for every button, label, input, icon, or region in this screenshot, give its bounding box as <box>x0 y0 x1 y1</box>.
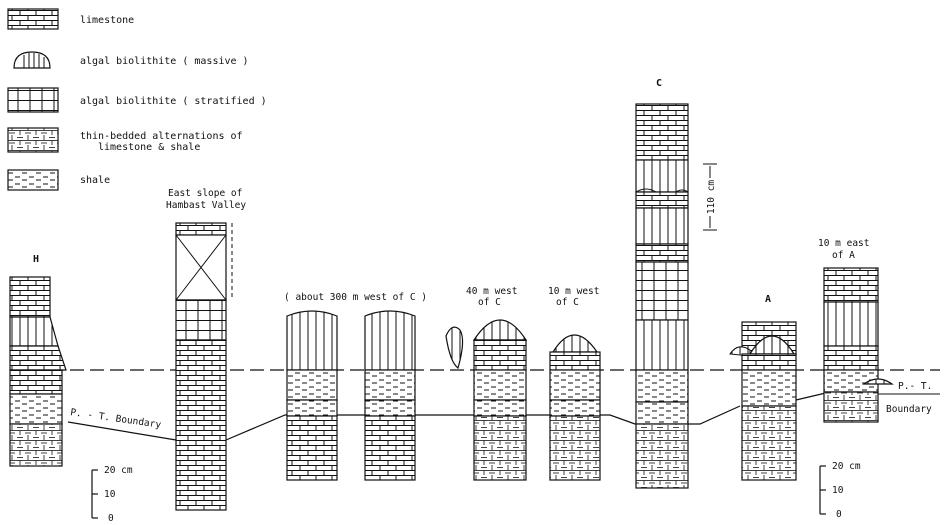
legend-item-thin-bedded: thin-bedded alternations of limestone & … <box>8 128 243 153</box>
column-C-title: C <box>656 78 662 89</box>
shale-swatch <box>8 170 58 190</box>
column-hambast-label-1: East slope of <box>168 188 242 199</box>
pt-boundary-label-right-2: Boundary <box>886 404 932 415</box>
legend-label-shale: shale <box>80 175 110 186</box>
column-hambast: East slope of Hambast Valley <box>166 188 246 510</box>
legend-item-shale: shale <box>8 170 110 190</box>
column-300m-b <box>365 311 415 480</box>
legend: limestone algal biolithite ( massive ) a… <box>8 9 267 190</box>
scale-right-top: 20 cm <box>832 461 861 472</box>
pt-boundary-label-left: P. - T. Boundary <box>70 407 162 431</box>
legend-label-limestone: limestone <box>80 15 134 26</box>
legend-label-thin-bedded-2: limestone & shale <box>98 142 200 153</box>
scale-left-mid: 10 <box>104 489 116 500</box>
column-A-title: A <box>765 294 771 305</box>
scale-left-bottom: 0 <box>108 513 114 524</box>
pt-boundary-label-right-1: P.- T. <box>898 381 932 392</box>
thickness-110cm-label: 110 cm <box>706 180 717 215</box>
column-H-title: H <box>33 254 39 265</box>
scale-left-top: 20 cm <box>104 465 133 476</box>
column-10m-west-label-2: of C <box>556 297 579 308</box>
legend-label-algal-massive: algal biolithite ( massive ) <box>80 56 249 67</box>
column-40m-label-1: 40 m west <box>466 286 517 297</box>
column-A: A <box>730 294 796 480</box>
column-10m-east-label-2: of A <box>832 250 855 261</box>
algal-massive-swatch <box>14 52 50 68</box>
column-300m-a <box>287 311 337 480</box>
algal-stratified-swatch <box>8 88 58 112</box>
group-300m-label: ( about 300 m west of C ) <box>284 292 427 303</box>
legend-item-limestone: limestone <box>8 9 134 29</box>
column-hambast-label-2: Hambast Valley <box>166 200 246 211</box>
legend-label-algal-stratified: algal biolithite ( stratified ) <box>80 96 267 107</box>
limestone-swatch <box>8 9 58 29</box>
column-10m-east-label-1: 10 m east <box>818 238 869 249</box>
column-H: H <box>10 254 66 466</box>
scale-bar-right: 20 cm 10 0 <box>820 461 861 520</box>
legend-label-thin-bedded: thin-bedded alternations of <box>80 131 243 142</box>
column-10m-west: 10 m west of C <box>548 286 600 480</box>
thin-bedded-swatch <box>8 128 58 152</box>
legend-item-algal-stratified: algal biolithite ( stratified ) <box>8 88 267 112</box>
column-40m-west: 40 m west of C <box>466 286 526 480</box>
scale-right-bottom: 0 <box>836 509 842 520</box>
column-40m-label-2: of C <box>478 297 501 308</box>
scale-right-mid: 10 <box>832 485 844 496</box>
algal-lens <box>446 327 463 368</box>
column-10m-west-label-1: 10 m west <box>548 286 599 297</box>
scale-bar-left: 20 cm 10 0 <box>92 465 133 524</box>
column-C: C 110 cm <box>636 78 717 488</box>
legend-item-algal-massive: algal biolithite ( massive ) <box>14 52 249 68</box>
